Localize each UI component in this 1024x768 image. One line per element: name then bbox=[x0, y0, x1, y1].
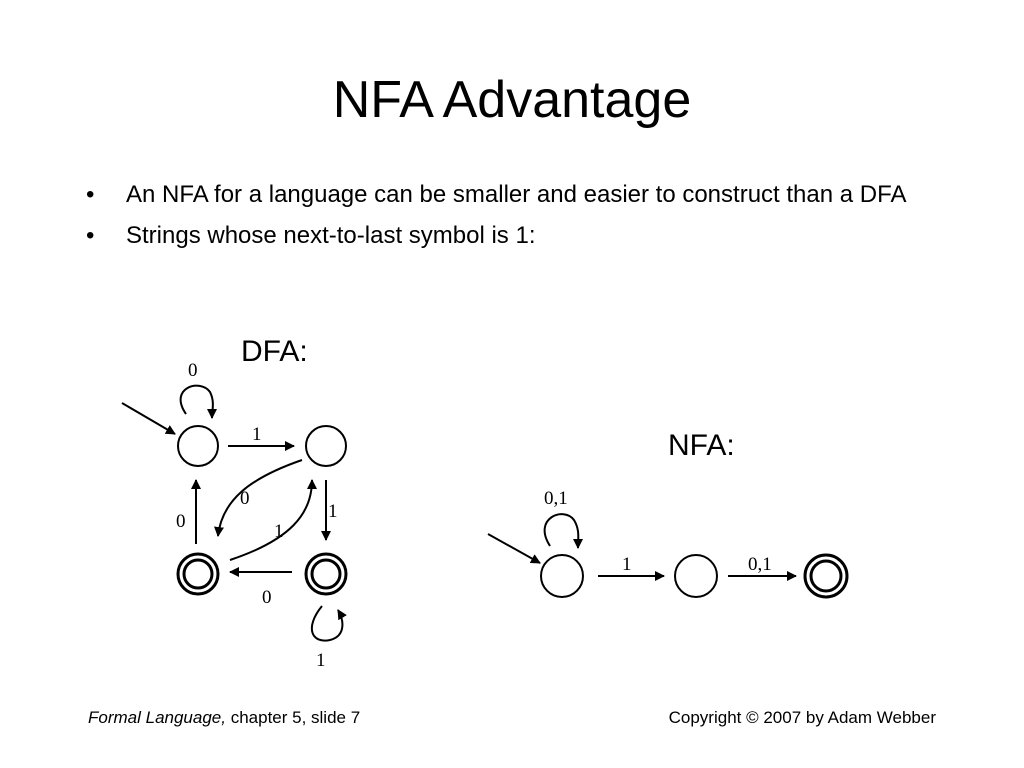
nfa-state-q1 bbox=[674, 554, 718, 598]
footer-course-title: Formal Language, bbox=[88, 708, 226, 727]
dfa-label: DFA: bbox=[241, 335, 308, 368]
nfa-edge-label-q0-q1: 1 bbox=[622, 554, 632, 575]
nfa-state-q2-inner bbox=[809, 559, 843, 593]
nfa-label: NFA: bbox=[668, 429, 735, 462]
bullet-icon: • bbox=[86, 181, 95, 208]
dfa-edge-label-q1-q3: 1 bbox=[328, 501, 338, 522]
footer-course-info: Formal Language, chapter 5, slide 7 bbox=[88, 707, 360, 729]
dfa-loop-q3 bbox=[311, 605, 347, 642]
dfa-state-q2-inner bbox=[182, 558, 214, 590]
dfa-state-q2-accepting bbox=[176, 552, 220, 596]
bullet-list: • An NFA for a language can be smaller a… bbox=[86, 178, 946, 260]
dfa-loop-q0 bbox=[179, 384, 218, 419]
dfa-edge-label-q1-q2: 0 bbox=[240, 488, 250, 509]
nfa-diagram bbox=[487, 513, 849, 599]
footer-copyright: Copyright © 2007 by Adam Webber bbox=[668, 708, 936, 727]
nfa-loop-q0 bbox=[543, 513, 584, 549]
nfa-edge-label-q1-q2: 0,1 bbox=[748, 554, 772, 575]
dfa-state-q3-accepting bbox=[304, 552, 348, 596]
bullet-icon: • bbox=[86, 222, 95, 249]
dfa-state-q1 bbox=[305, 425, 347, 467]
dfa-edge-label-q2-q0: 0 bbox=[176, 511, 186, 532]
bullet-item: • Strings whose next-to-last symbol is 1… bbox=[86, 219, 946, 252]
nfa-state-q2-accepting bbox=[803, 553, 849, 599]
dfa-state-q0 bbox=[177, 425, 219, 467]
dfa-diagram bbox=[121, 384, 348, 642]
bullet-text: Strings whose next-to-last symbol is 1: bbox=[126, 222, 536, 249]
footer-chapter: chapter 5, slide 7 bbox=[225, 708, 361, 727]
dfa-edge-q1-q2 bbox=[214, 459, 303, 537]
dfa-edge-q2-q1 bbox=[229, 479, 317, 561]
dfa-edge-label-q3-q2: 0 bbox=[262, 587, 272, 608]
bullet-item: • An NFA for a language can be smaller a… bbox=[86, 178, 946, 211]
dfa-start-arrow bbox=[121, 402, 176, 435]
nfa-start-arrow bbox=[487, 533, 541, 564]
dfa-edge-label-q2-q1: 1 bbox=[274, 521, 284, 542]
nfa-edge-label-q0-loop: 0,1 bbox=[544, 488, 568, 509]
slide-title: NFA Advantage bbox=[332, 71, 692, 129]
dfa-edge-label-q0-loop: 0 bbox=[188, 360, 198, 381]
dfa-edge-label-q0-q1: 1 bbox=[252, 424, 262, 445]
bullet-text: An NFA for a language can be smaller and… bbox=[126, 181, 907, 208]
dfa-edge-label-q3-loop: 1 bbox=[316, 650, 326, 671]
dfa-state-q3-inner bbox=[310, 558, 342, 590]
nfa-state-q0 bbox=[540, 554, 584, 598]
